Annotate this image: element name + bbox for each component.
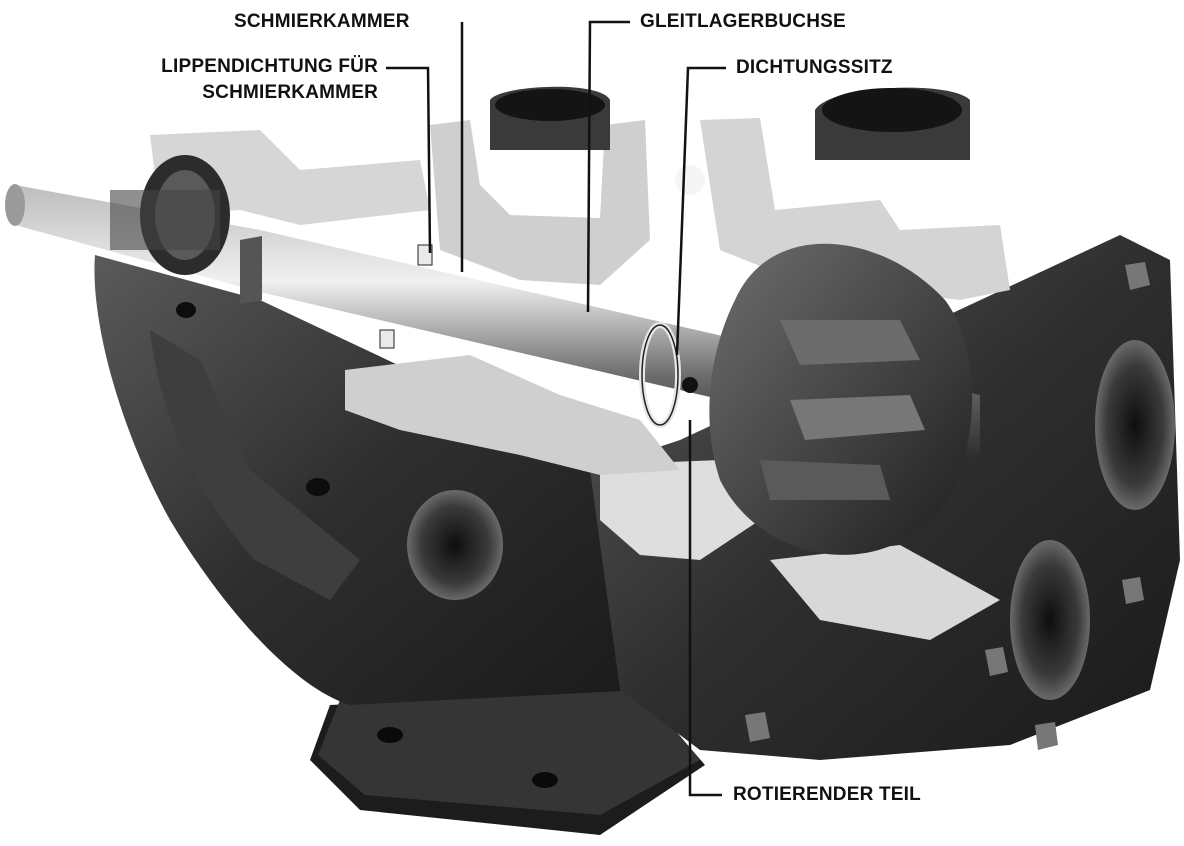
seal-seat-ring: [639, 322, 681, 428]
label-lippendichtung-line1: LIPPENDICHTUNG FÜR: [161, 56, 378, 77]
label-dichtungssitz: DICHTUNGSSITZ: [736, 57, 893, 78]
mounting-foot: [310, 688, 705, 835]
leader-line-rotierender-teil: [688, 420, 722, 797]
label-lippendichtung-line2: SCHMIERKAMMER: [202, 82, 378, 103]
leader-line-gleitlagerbuchse: [586, 20, 630, 313]
bearing-assembly: [110, 155, 433, 349]
bearing-bracket: [94, 255, 641, 705]
label-rotierender-teil: ROTIERENDER TEIL: [733, 784, 921, 805]
label-schmierkammer: SCHMIERKAMMER: [234, 11, 410, 32]
label-gleitlagerbuchse: GLEITLAGERBUCHSE: [640, 11, 846, 32]
rotor: [682, 243, 973, 555]
leader-line-lippendichtung: [386, 66, 432, 254]
top-ports: [490, 86, 970, 160]
leader-line-dichtungssitz: [675, 66, 726, 356]
leader-lines: [386, 20, 726, 797]
